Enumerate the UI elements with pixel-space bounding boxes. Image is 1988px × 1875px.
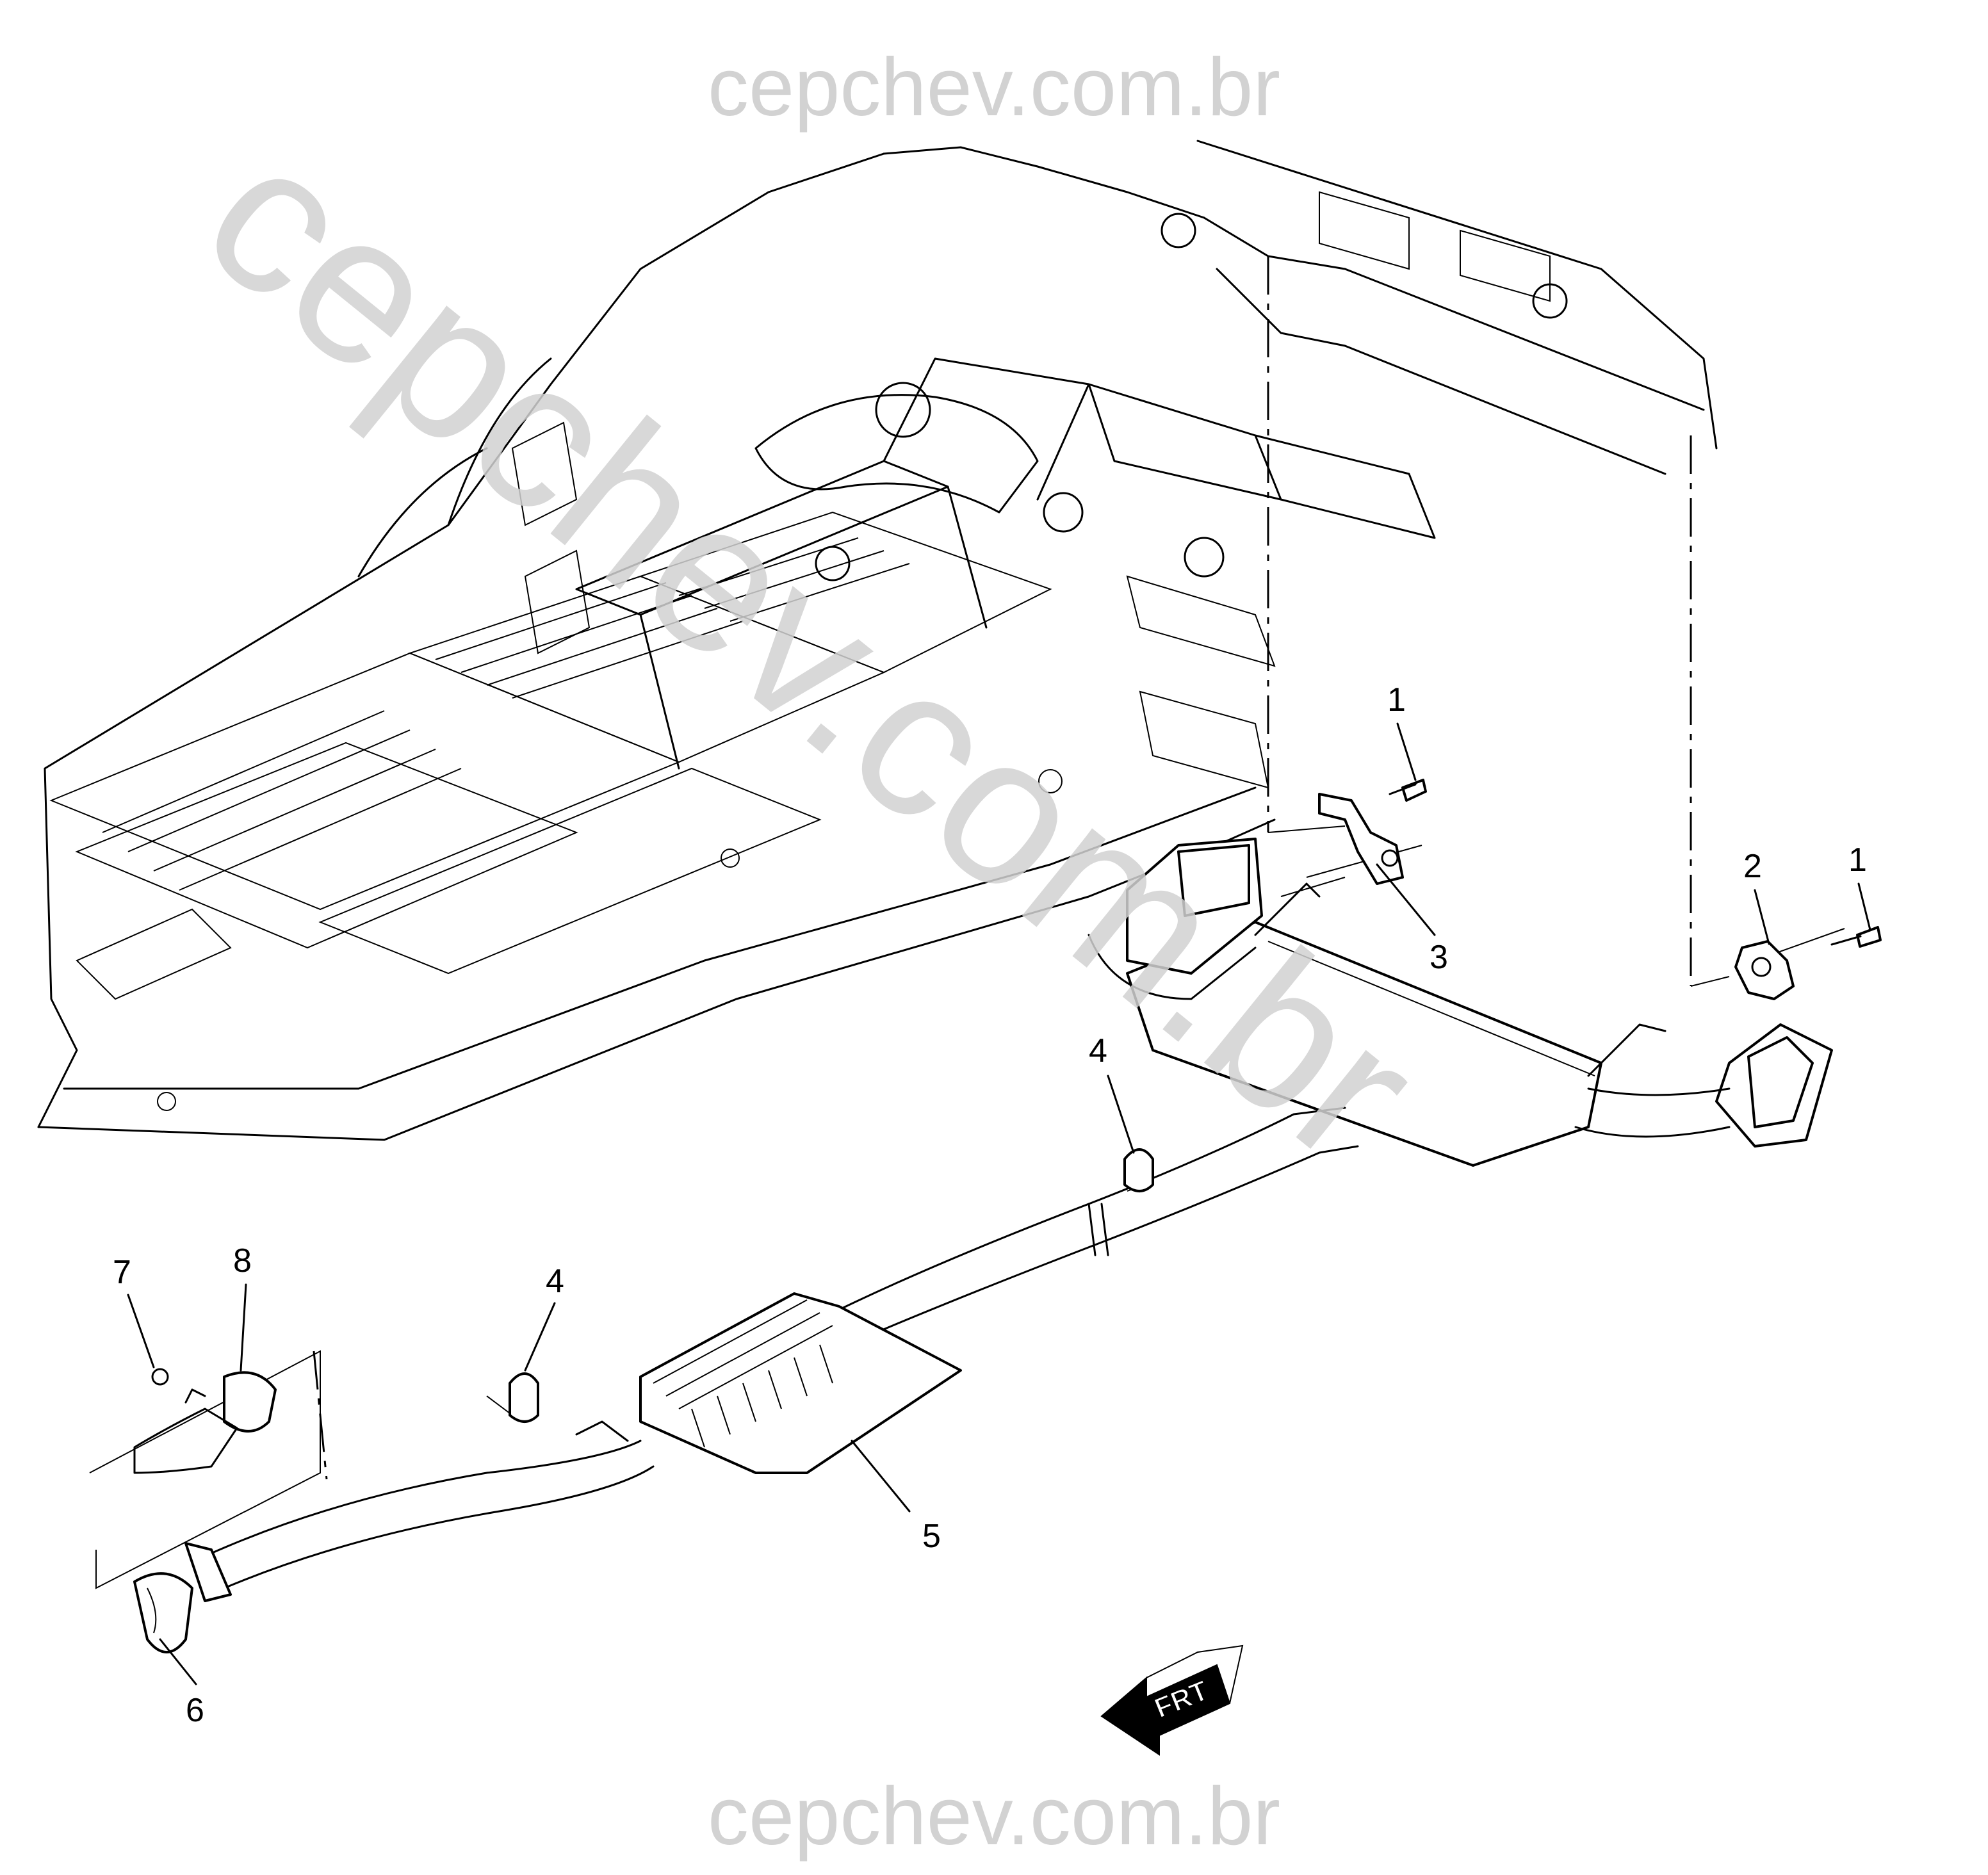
front-muffler-resonator: [639, 1292, 962, 1474]
callout-1-right: 1: [1848, 841, 1867, 879]
watermark-bottom: cepchev.com.br: [708, 1771, 1280, 1862]
callout-5: 5: [922, 1518, 941, 1555]
callout-3: 3: [1430, 939, 1448, 976]
front-arrow-icon: [1100, 1664, 1231, 1756]
exhaust-system: [133, 838, 1833, 1653]
callout-4-left: 4: [546, 1263, 564, 1300]
bracket-2: [1734, 940, 1795, 1000]
bolt-1-upper: [1389, 779, 1427, 802]
callout-1-upper: 1: [1387, 681, 1406, 718]
watermark-diagonal: cepchev.com.br: [163, 95, 1460, 1208]
callout-leaders: [127, 722, 1871, 1685]
front-direction-indicator: FRT: [1100, 1644, 1244, 1756]
watermarks: cepchev.com.br cepchev.com.br cepchev.co…: [163, 42, 1460, 1862]
callout-7: 7: [113, 1254, 131, 1291]
watermark-top: cepchev.com.br: [708, 42, 1280, 133]
insulator-4-right: [1123, 1148, 1154, 1192]
callout-6: 6: [186, 1692, 204, 1729]
callout-numbers: 1 1 2 3 4 4 5 6 7 8: [113, 681, 1867, 1729]
callout-8: 8: [233, 1242, 252, 1279]
bolt-1-right: [1830, 926, 1882, 948]
flange-gasket-8: [223, 1371, 277, 1433]
flange-gasket-6: [133, 1572, 193, 1653]
vehicle-underbody: [37, 140, 1718, 1141]
callout-2: 2: [1743, 848, 1762, 885]
insulator-4-left: [509, 1372, 539, 1423]
alignment-lines: [89, 256, 1845, 1589]
callout-4-right: 4: [1089, 1032, 1107, 1069]
